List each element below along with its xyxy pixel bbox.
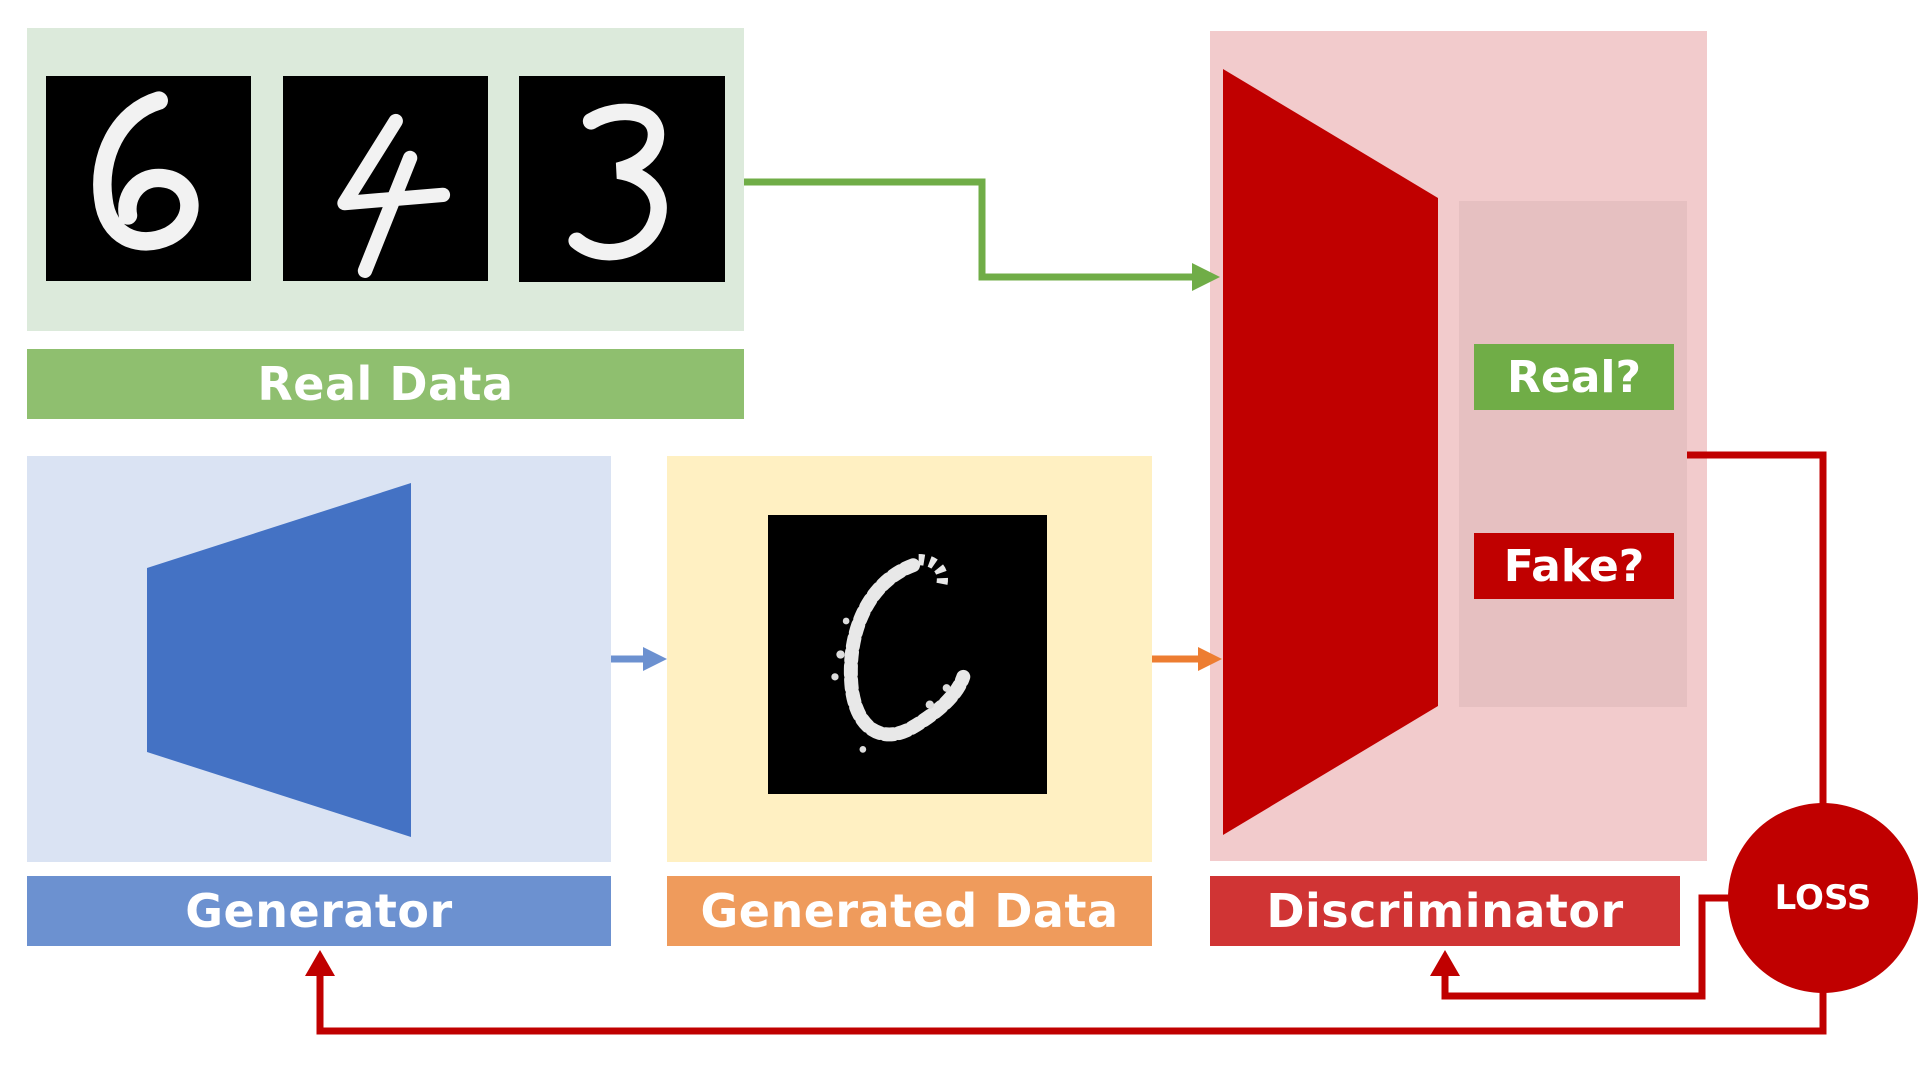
- generator-label: Generator: [27, 876, 611, 946]
- generator-panel: [27, 456, 611, 862]
- real-data-arrow: [744, 178, 1198, 281]
- real-digit-image-1: [46, 76, 251, 281]
- real-data-label: Real Data: [27, 349, 744, 419]
- loss-circle: LOSS: [1728, 803, 1918, 993]
- real-digit-image-3: [519, 76, 725, 282]
- discriminator-label: Discriminator: [1210, 876, 1680, 946]
- generated-digit-image: [768, 515, 1047, 794]
- discriminator-output-area: [1459, 201, 1687, 707]
- generated-data-label: Generated Data: [667, 876, 1152, 946]
- real-digit-image-2: [283, 76, 488, 281]
- real-question-box: Real?: [1474, 344, 1674, 410]
- loss-to-generator-arrow: [316, 972, 1827, 1035]
- output-to-loss-line: [1687, 451, 1827, 806]
- fake-question-box: Fake?: [1474, 533, 1674, 599]
